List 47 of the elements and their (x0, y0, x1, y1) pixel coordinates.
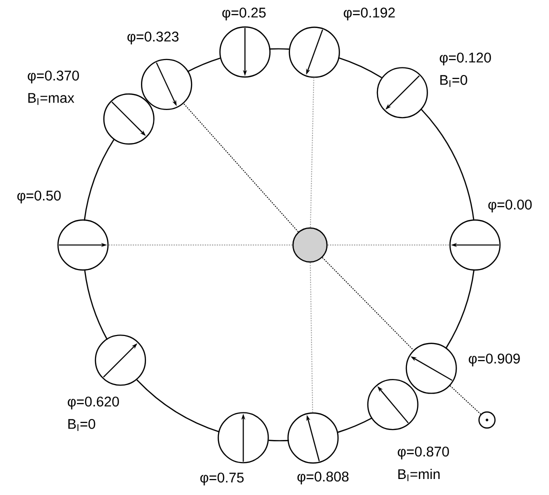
guide-line (450, 385, 482, 415)
orbit-arc (446, 270, 475, 348)
rotor-circle (406, 342, 457, 394)
rotor-circle (287, 412, 339, 464)
rotor-circle (140, 58, 192, 110)
rotor-circle (449, 219, 501, 271)
orbit-arc (187, 58, 220, 72)
guide-line (108, 244, 293, 246)
rotor-circle (57, 219, 109, 271)
orbit-arc (338, 417, 373, 433)
orbit-arc (136, 379, 220, 433)
orbit-arc (268, 440, 289, 442)
phase-label: φ=0.620 (68, 396, 119, 410)
field-label: B$_{I}$=max (28, 93, 74, 105)
orbit-arc (269, 48, 289, 50)
orbit-arc (338, 57, 382, 78)
field-label: B$_{I}$=0 (68, 419, 96, 431)
field-label: B$_{I}$=0 (440, 75, 468, 87)
phase-label: φ=0.50 (17, 190, 61, 204)
rotor-circle (218, 412, 269, 464)
guide-line (310, 262, 314, 413)
orbit-arc (84, 270, 108, 340)
phase-label: φ=0.909 (468, 354, 520, 366)
rotor-circle (103, 93, 154, 145)
phase-label: φ=0.323 (127, 32, 179, 44)
phase-label: φ=0.25 (222, 8, 266, 20)
guide-line (327, 244, 450, 246)
phase-label: φ=0.870 (398, 446, 449, 460)
field-label: B$_{I}$=min (398, 468, 440, 482)
phase-label: φ=0.75 (200, 472, 244, 486)
rotor-circle (94, 334, 146, 386)
phase-label: φ=0.120 (440, 52, 491, 66)
phase-label: φ=0.192 (344, 8, 395, 20)
orbit-arc (420, 108, 474, 220)
guide-line (310, 77, 314, 228)
rotor-circle (367, 378, 418, 430)
phase-label: φ=0.370 (28, 70, 79, 84)
guide-line (183, 103, 299, 232)
rotor-circle (219, 26, 271, 78)
guide-line (322, 257, 414, 351)
hub-circle (292, 227, 328, 263)
phase-label: φ=0.808 (297, 472, 349, 484)
out-of-page-symbol (478, 411, 496, 429)
phase-label: φ=0.00 (488, 200, 532, 212)
rotor-circle (376, 67, 428, 118)
rotor-circle (288, 26, 340, 78)
orbit-arc (84, 139, 114, 221)
